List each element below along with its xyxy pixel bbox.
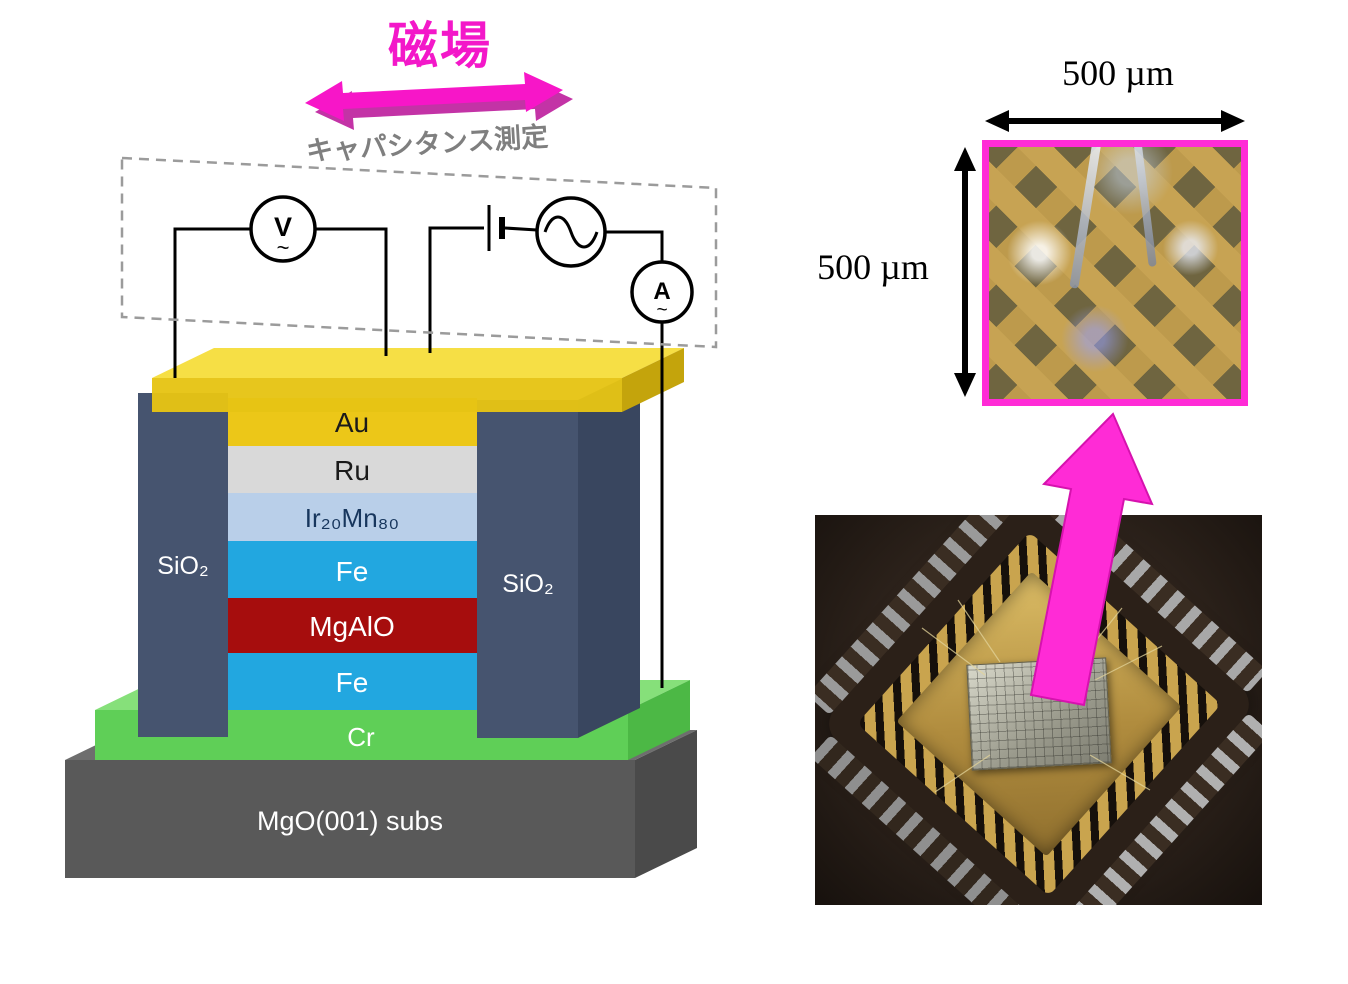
layer-ru	[228, 446, 477, 493]
cr-front-face	[95, 710, 628, 760]
cr-right-face	[628, 680, 690, 760]
capacitance-circuit	[173, 205, 664, 688]
voltmeter: V ~	[249, 195, 317, 263]
ac-source-icon	[535, 196, 607, 268]
layer-mgalo	[228, 598, 477, 653]
cr-label: Cr	[347, 722, 375, 752]
sio2-left-column	[138, 393, 228, 737]
sio2-left-label: SiO₂	[157, 552, 208, 580]
layer-au-label: Au	[335, 407, 369, 438]
ammeter-letter: A	[653, 278, 670, 305]
micrograph-photo	[982, 140, 1248, 406]
scale-label-vertical: 500 µm	[817, 247, 929, 287]
scale-label-horizontal: 500 µm	[1062, 53, 1174, 93]
layer-irmn-label: Ir₂₀Mn₈₀	[305, 503, 399, 533]
substrate-top-face	[65, 730, 697, 760]
voltmeter-tilde: ~	[277, 235, 290, 260]
ammeter-tilde: ~	[656, 300, 667, 321]
layer-au	[228, 398, 477, 446]
substrate-label: MgO(001) subs	[257, 806, 443, 836]
magnetic-field-arrow-icon	[305, 72, 563, 121]
circuit-dashed-boundary	[120, 156, 718, 349]
wire-voltmeter-left	[173, 227, 251, 378]
layer-fe-top-label: Fe	[336, 556, 369, 587]
layer-irmn	[228, 493, 477, 541]
voltmeter-letter: V	[274, 212, 292, 242]
substrate-right-face	[635, 730, 697, 878]
scale-arrow-vertical	[954, 147, 976, 397]
layer-fe-top	[228, 541, 477, 598]
device-stack: MgO(001) subs Cr Au Ru Ir₂₀Mn₈₀ Fe MgAlO…	[65, 348, 697, 878]
au-plate-front-face	[152, 378, 622, 412]
layer-fe-bottom-label: Fe	[336, 667, 369, 698]
wire-battery-ac	[504, 226, 538, 232]
layer-ru-label: Ru	[334, 455, 370, 486]
wire-top-electrode	[428, 226, 484, 353]
chip-package-photo	[815, 515, 1262, 905]
layer-mgalo-label: MgAlO	[309, 611, 395, 642]
cr-top-face	[95, 680, 690, 710]
sio2-right-column	[477, 400, 578, 738]
sample-die	[965, 657, 1112, 771]
layer-fe-bottom	[228, 653, 477, 710]
au-plate-top-face	[152, 348, 684, 378]
ammeter: A ~	[630, 260, 694, 324]
wire-ac-ammeter	[605, 230, 664, 262]
magnetic-field-label: 磁場	[388, 18, 492, 74]
substrate-front-face	[65, 760, 635, 878]
scale-arrow-horizontal	[985, 110, 1245, 132]
capacitance-measurement-label: キャパシタンス測定	[305, 121, 550, 167]
wire-voltmeter-right	[315, 227, 388, 356]
electrode-lattice-pattern	[989, 147, 1241, 399]
sio2-right-label: SiO₂	[502, 570, 553, 598]
au-plate-right-face	[622, 348, 684, 412]
sio2-right-side-face	[578, 370, 640, 738]
